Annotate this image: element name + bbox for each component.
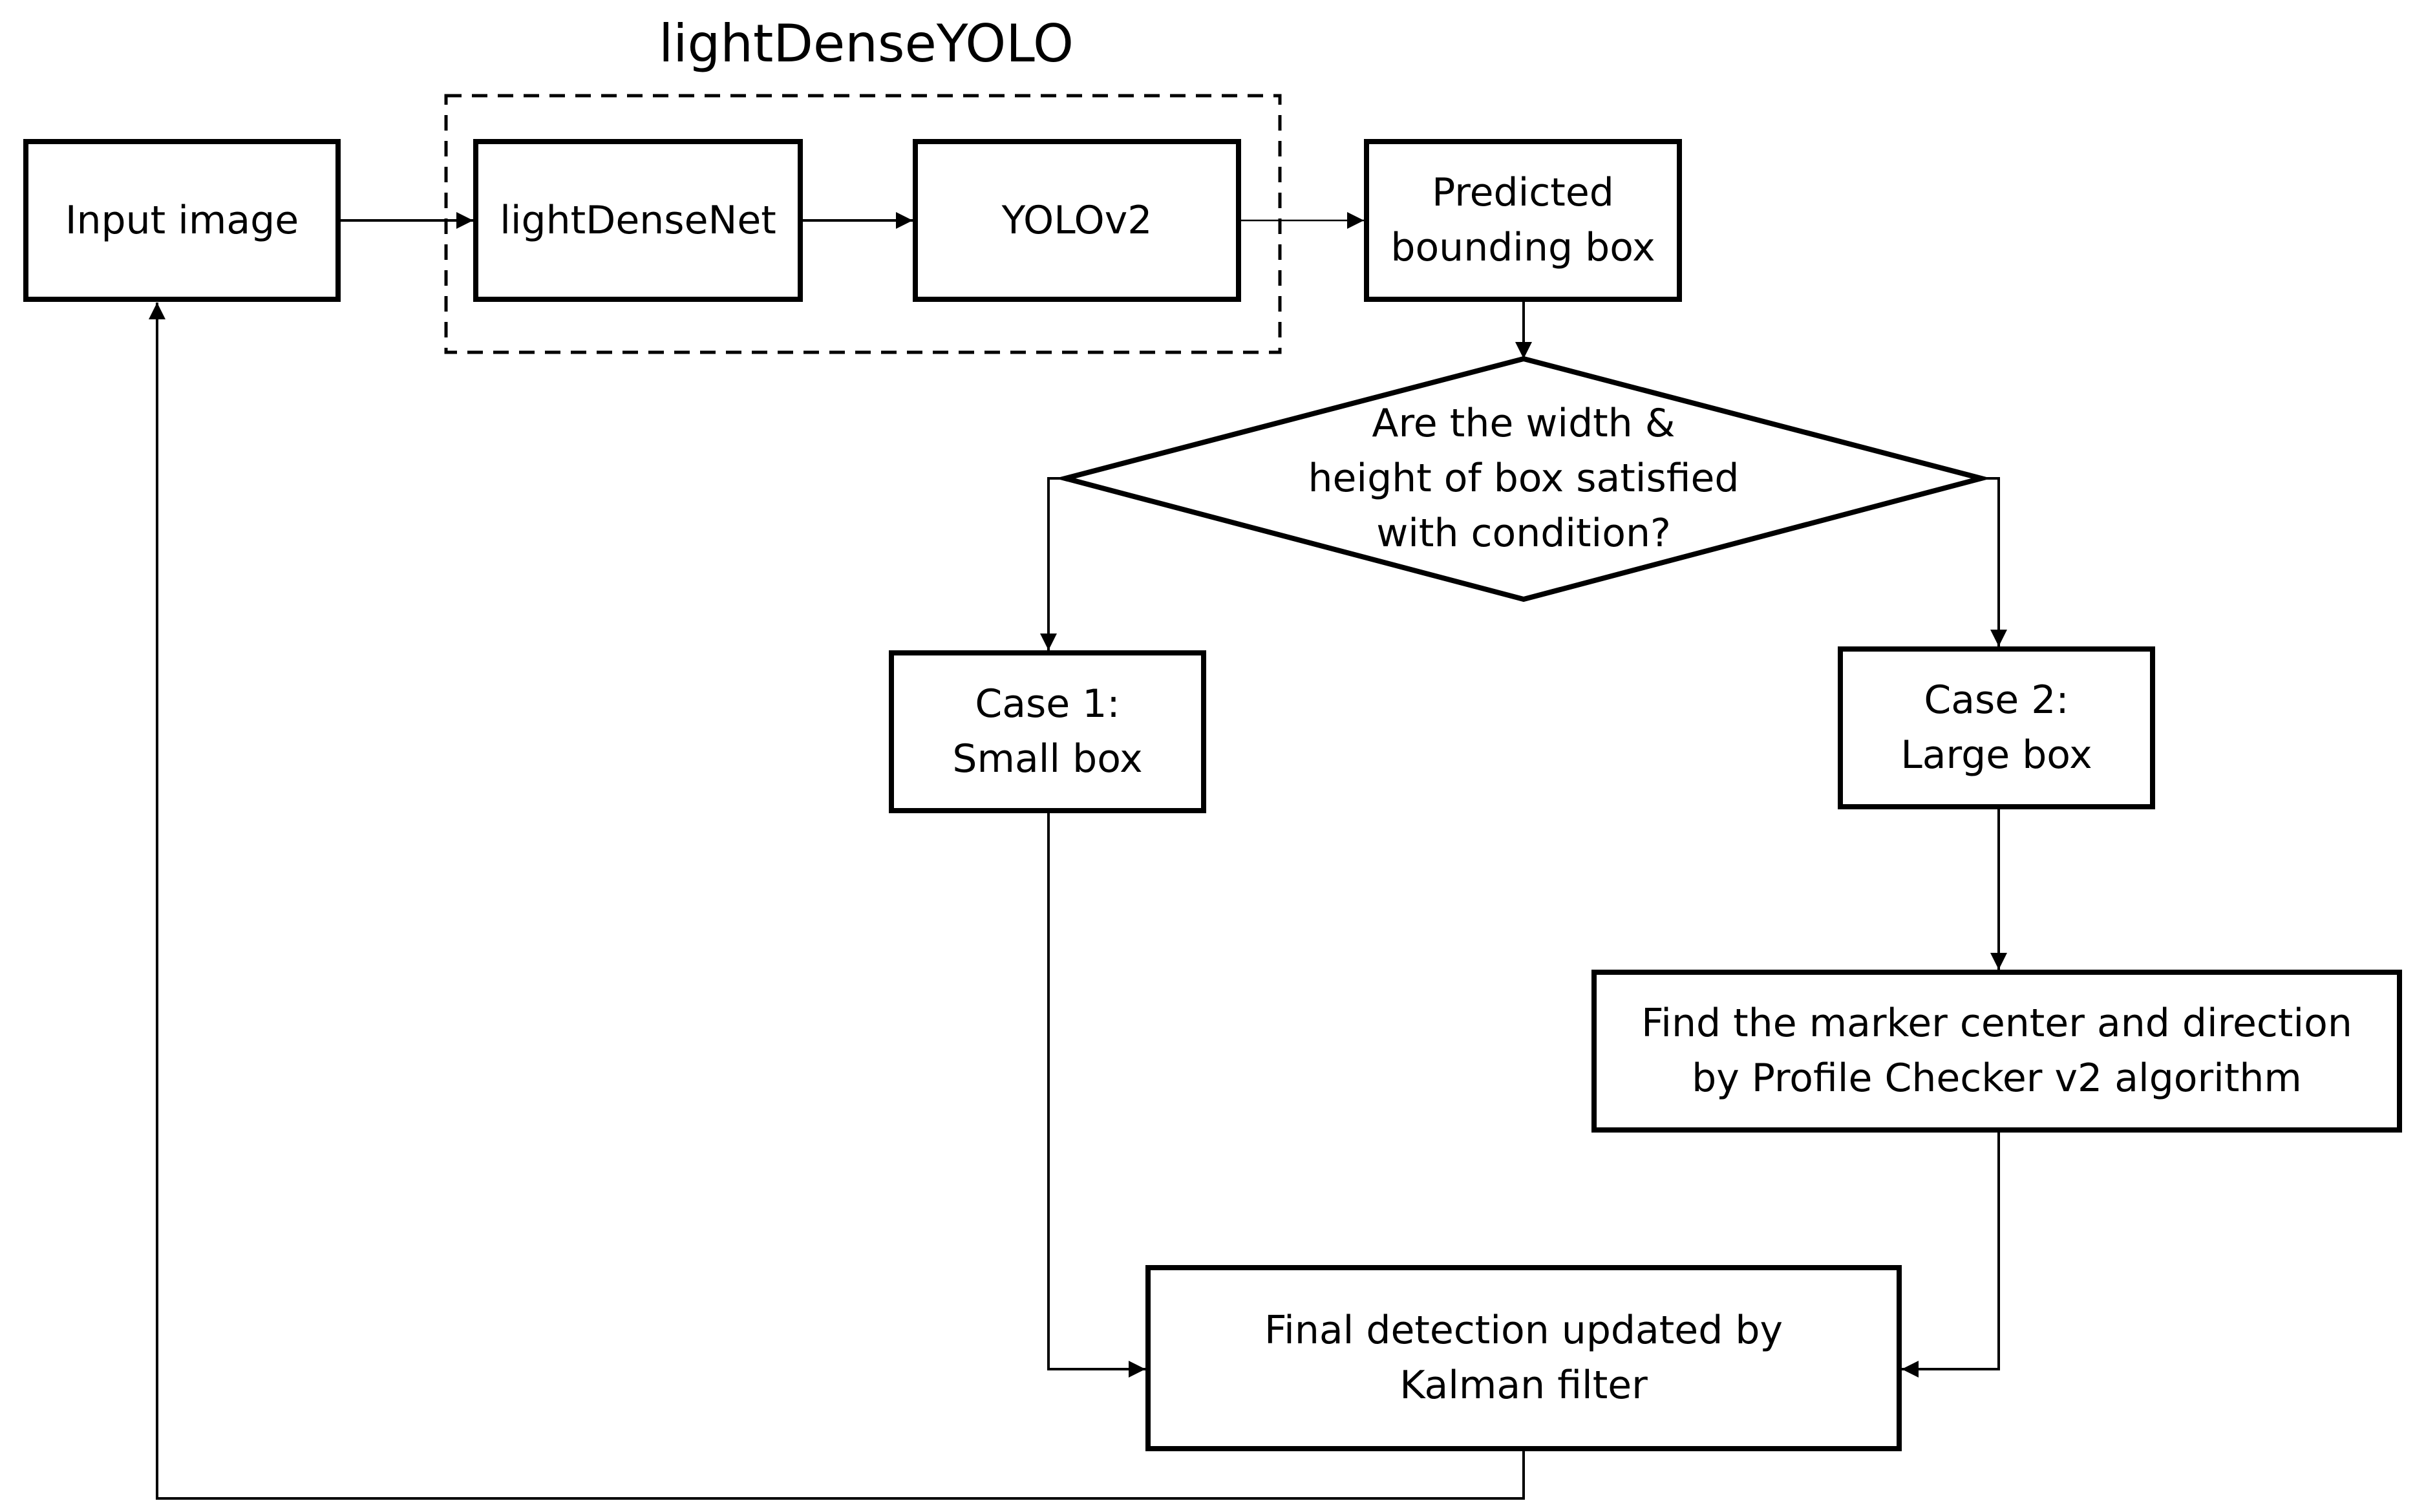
profile-line-2: by Profile Checker v2 algorithm (1692, 1056, 2302, 1101)
case1-line-1: Case 1: (975, 681, 1120, 727)
arrow-decision-to-case1 (1040, 477, 1065, 650)
decision-diamond (1055, 356, 1992, 602)
arrow-decision-to-case2 (1981, 477, 2007, 646)
predicted-bounding-box-node: Predicted bounding box (1364, 139, 1682, 302)
arrow-feedback-to-input (149, 303, 1525, 1500)
final-line-1: Final detection updated by (1264, 1308, 1783, 1353)
final-line-2: Kalman filter (1399, 1363, 1648, 1408)
group-title: lightDenseYOLO (659, 14, 1074, 74)
decision-text: Are the width & height of box satisfied … (1195, 388, 1853, 569)
yolov2-node: YOLOv2 (913, 139, 1241, 302)
case1-small-box-node: Case 1: Small box (889, 650, 1206, 813)
predicted-line-1: Predicted (1432, 170, 1614, 215)
yolov2-label: YOLOv2 (1001, 197, 1153, 243)
lightdensenet-node: lightDenseNet (473, 139, 803, 302)
input-image-label: Input image (65, 197, 299, 243)
lightdensenet-label: lightDenseNet (500, 197, 776, 243)
predicted-line-2: bounding box (1390, 225, 1655, 270)
final-detection-node: Final detection updated by Kalman filter (1145, 1265, 1902, 1451)
case2-large-box-node: Case 2: Large box (1838, 646, 2155, 809)
decision-line-2: height of box satisfied (1308, 455, 1739, 501)
input-image-node: Input image (23, 139, 341, 302)
case1-line-2: Small box (952, 736, 1143, 782)
case2-line-2: Large box (1900, 732, 2092, 778)
decision-line-1: Are the width & (1372, 400, 1676, 446)
decision-line-3: with condition? (1376, 510, 1671, 556)
profile-checker-node: Find the marker center and direction by … (1591, 970, 2402, 1133)
arrow-case1-to-final (1047, 813, 1145, 1378)
group-boundary (444, 94, 1282, 354)
arrow-profile-to-final (1902, 1133, 2000, 1378)
profile-line-1: Find the marker center and direction (1641, 1001, 2352, 1046)
case2-line-1: Case 2: (1924, 677, 2069, 723)
